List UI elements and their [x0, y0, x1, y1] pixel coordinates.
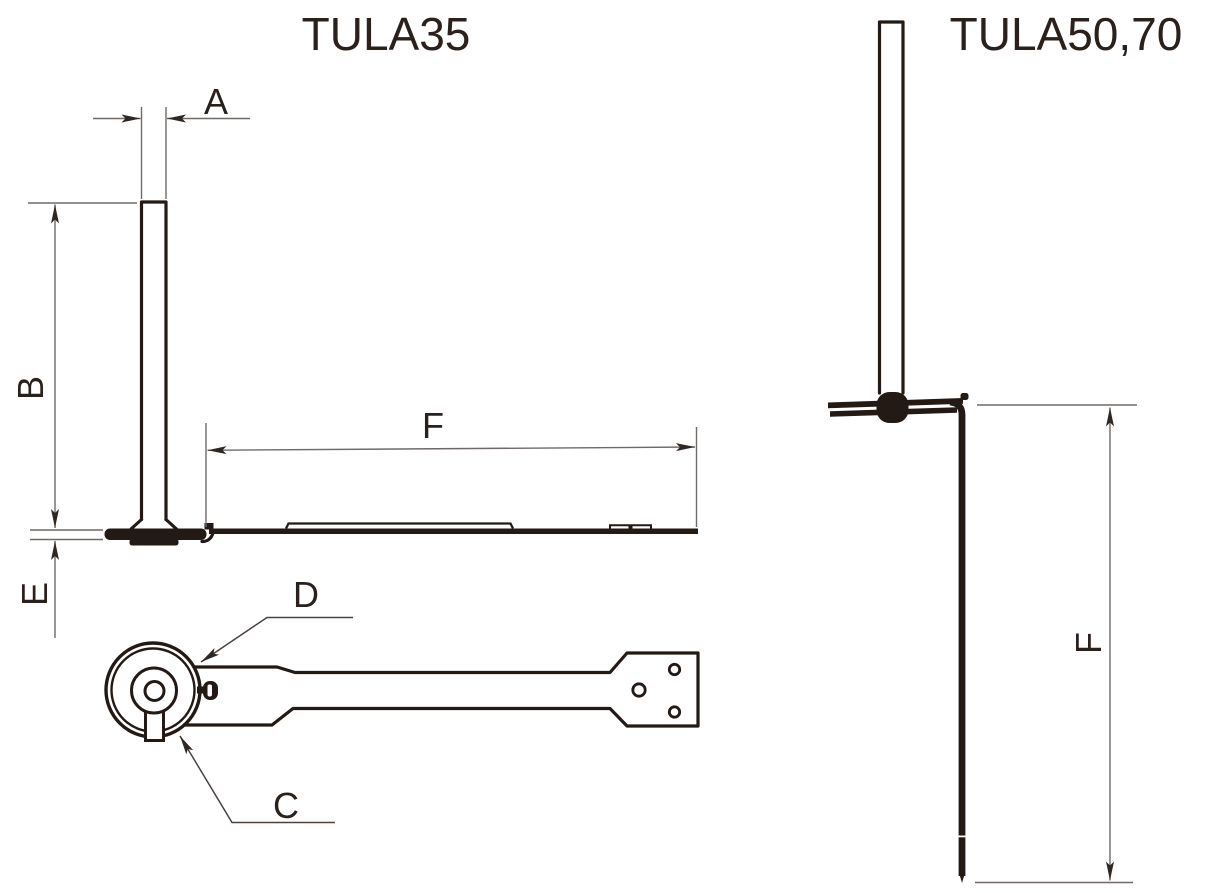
plate-upturned-end	[204, 523, 214, 530]
tula35-leaders: D C	[179, 574, 353, 826]
plate-small-tabs	[609, 524, 652, 529]
screw-slot	[207, 684, 212, 697]
dim-label-b: B	[10, 376, 51, 400]
dim-label-d: D	[293, 574, 319, 615]
blade-seam	[956, 835, 968, 838]
flange-bar-bottom	[830, 407, 957, 417]
flange-bar-top	[828, 398, 963, 409]
leader-d-line	[200, 616, 353, 663]
leader-c-line	[179, 735, 335, 824]
dim-label-e: E	[14, 582, 55, 606]
flange-end-nub	[960, 393, 969, 400]
blade	[949, 398, 966, 876]
rod-flare-left	[129, 517, 144, 531]
foot-plate	[104, 528, 207, 540]
dim-f-line	[207, 443, 696, 455]
dim-label-f-right: F	[1068, 632, 1109, 654]
plate-rolled-curl	[200, 528, 215, 544]
bracket-hole-top	[667, 662, 682, 677]
dim-label-a: A	[204, 81, 228, 122]
collar	[876, 392, 909, 423]
foot-underplate	[129, 539, 179, 546]
dim-label-f-side: F	[422, 405, 444, 446]
tula5070-view	[828, 20, 969, 883]
tula5070-dimensions: F	[975, 404, 1137, 884]
tula35-side-view	[104, 200, 698, 546]
tula35-top-view	[104, 641, 700, 742]
bracket-hole-bottom	[667, 705, 682, 719]
plate-raised-rail	[284, 522, 515, 530]
right-view-title: TULA50,70	[950, 8, 1183, 60]
left-view-title: TULA35	[302, 8, 471, 60]
keyhole-hole	[143, 680, 166, 702]
dim-label-c: C	[273, 785, 299, 826]
rod-right	[877, 20, 905, 395]
mounting-plate	[209, 528, 698, 534]
clip-nub	[197, 686, 205, 694]
arm-and-bracket	[181, 651, 700, 728]
rod	[139, 200, 168, 522]
bracket-hole-center	[631, 682, 647, 698]
tula35-dimensions: A B E F	[10, 81, 698, 638]
rod-flare-right	[164, 517, 179, 531]
blade-tip	[958, 872, 966, 883]
